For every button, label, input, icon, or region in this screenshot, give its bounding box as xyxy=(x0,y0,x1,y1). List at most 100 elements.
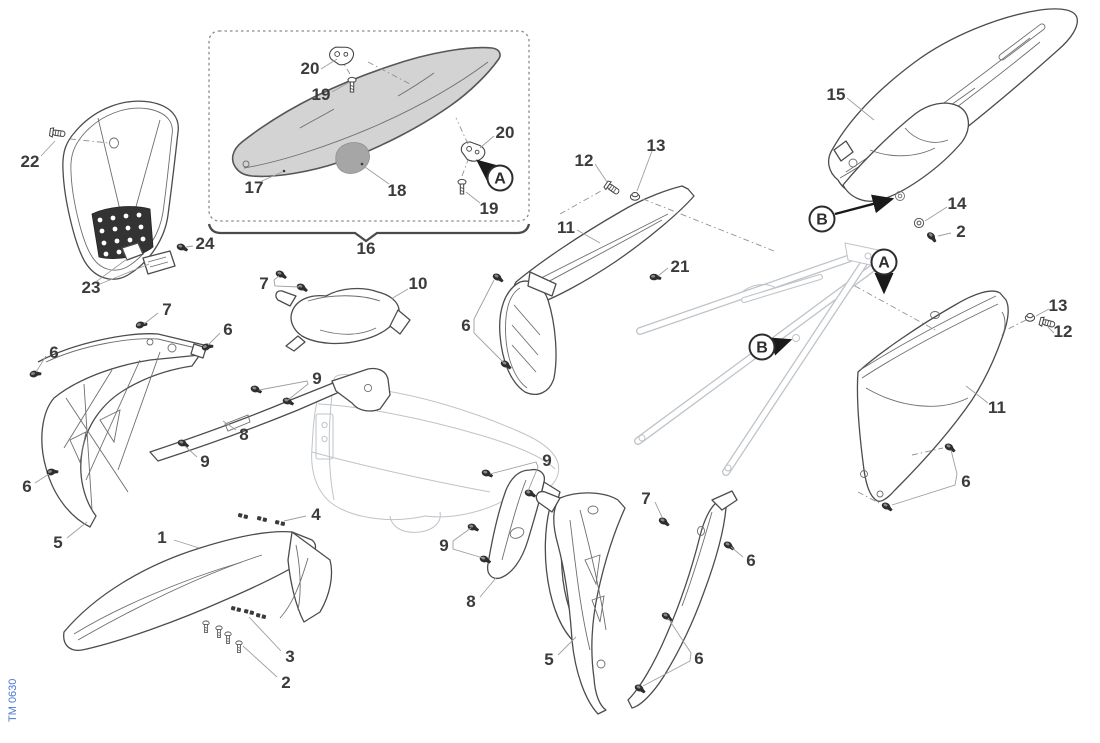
marker-b-frame-label: B xyxy=(756,340,768,357)
callout-8-mid: 8 xyxy=(466,592,475,611)
callout-6-shroud-left: 6 xyxy=(49,343,58,362)
callout-12-right: 12 xyxy=(1054,322,1073,341)
clip-4-b xyxy=(256,515,268,523)
seat-group-brace xyxy=(207,223,531,243)
screw-7-shroud-right xyxy=(657,516,672,528)
screw-9-mid-c xyxy=(466,522,481,533)
clip-4-c xyxy=(274,519,286,527)
seat-patch xyxy=(335,142,370,174)
side-panel-left xyxy=(491,179,695,395)
callout-5-left: 5 xyxy=(53,533,62,552)
callout-16: 16 xyxy=(357,239,376,258)
callout-11-right: 11 xyxy=(988,398,1006,417)
subframe-ghost xyxy=(634,242,889,476)
seat xyxy=(231,46,501,178)
bolt-2-front xyxy=(235,640,243,653)
callout-3: 3 xyxy=(285,647,294,666)
callout-9-strip-bottom: 9 xyxy=(200,452,209,471)
callout-1: 1 xyxy=(157,528,166,547)
seat-bracket-rear xyxy=(458,139,488,164)
screw-6-shroud-left xyxy=(28,368,43,379)
sheet-code: TM 0630 xyxy=(7,679,19,722)
callout-6-shroud-bottom: 6 xyxy=(22,477,31,496)
view-marker-a-seat: A xyxy=(476,159,514,192)
front-number-plate xyxy=(62,100,179,280)
marker-a-seat-label: A xyxy=(494,171,506,188)
callout-7-shroud-right: 7 xyxy=(641,489,650,508)
callout-6-shroud-right-top: 6 xyxy=(746,551,755,570)
side-panel-right xyxy=(856,290,1057,513)
assembly-lines xyxy=(69,61,1027,504)
airbox-cover xyxy=(274,269,411,352)
callout-23: 23 xyxy=(82,278,101,297)
nut-13-right xyxy=(1024,313,1036,322)
callout-13-left: 13 xyxy=(647,136,666,155)
radiator-shroud-left xyxy=(28,319,215,528)
callouts: 22 23 24 20 19 17 18 20 19 16 12 13 11 2… xyxy=(21,59,1073,692)
view-marker-a-frame: A xyxy=(870,248,898,295)
callout-2-front: 2 xyxy=(281,673,290,692)
screw-2-rear xyxy=(925,230,939,244)
bolt-3-c xyxy=(224,631,232,644)
plate-bracket-23 xyxy=(142,250,176,275)
side-batten-right xyxy=(627,501,727,709)
callout-17: 17 xyxy=(245,178,264,197)
callout-7-cover: 7 xyxy=(259,274,268,293)
callout-20-rear: 20 xyxy=(496,123,515,142)
rear-fender xyxy=(827,8,1078,244)
bolt-12-left xyxy=(602,179,622,197)
callout-6-panel-left: 6 xyxy=(461,316,470,335)
callout-6-shroud-right-bottom: 6 xyxy=(694,649,703,668)
screw-7-cover-b xyxy=(295,282,310,293)
callout-6-shroud-top: 6 xyxy=(223,320,232,339)
callout-4: 4 xyxy=(311,505,321,524)
plate-tab xyxy=(121,242,144,261)
screw-7-shroud-left xyxy=(134,319,149,330)
callout-2-rear: 2 xyxy=(956,222,965,241)
view-marker-b-frame: B xyxy=(748,333,793,361)
callout-12-left: 12 xyxy=(575,151,594,170)
radiator-shroud-right xyxy=(535,490,738,715)
callout-5-right: 5 xyxy=(544,650,553,669)
callout-6-right: 6 xyxy=(961,472,970,491)
callout-13-right: 13 xyxy=(1049,296,1068,315)
callout-10: 10 xyxy=(409,274,428,293)
screw-6-right-a xyxy=(943,442,958,454)
bolt-3-a xyxy=(202,620,210,633)
nut-13-left xyxy=(629,192,641,201)
seat-bolt-rear xyxy=(457,178,467,195)
leader-lines xyxy=(34,58,1055,687)
callout-11-left: 11 xyxy=(557,218,575,237)
callout-15: 15 xyxy=(827,85,846,104)
callout-19-front: 19 xyxy=(312,85,331,104)
seat-group xyxy=(207,30,531,243)
callout-22: 22 xyxy=(21,152,40,171)
screw-6-right-b xyxy=(880,501,895,513)
callout-19-rear: 19 xyxy=(480,199,499,218)
marker-a-frame-label: A xyxy=(878,255,890,272)
callout-14: 14 xyxy=(948,194,967,213)
marker-b-fender-label: B xyxy=(816,212,828,229)
bolt-22 xyxy=(48,126,66,140)
bolt-3-b xyxy=(215,625,223,638)
callout-20-front: 20 xyxy=(301,59,320,78)
screw-24 xyxy=(175,242,190,253)
clip-4-a xyxy=(237,512,249,520)
callout-9-strip-top: 9 xyxy=(312,369,321,388)
clip-3-b xyxy=(243,608,255,616)
callout-9-mid-bottom: 9 xyxy=(439,536,448,555)
callout-21: 21 xyxy=(671,257,690,276)
clip-3-a xyxy=(230,605,242,613)
front-fender xyxy=(63,512,333,653)
clip-3-c xyxy=(255,612,267,620)
callout-7-shroud-left: 7 xyxy=(162,300,171,319)
callout-24: 24 xyxy=(196,234,215,253)
callout-8-left: 8 xyxy=(239,425,248,444)
seat-bracket-front xyxy=(328,44,356,67)
seat-group-box xyxy=(208,30,530,222)
callout-18: 18 xyxy=(388,181,407,200)
view-marker-b-fender: B xyxy=(808,194,895,233)
callout-9-mid-top: 9 xyxy=(542,451,551,470)
